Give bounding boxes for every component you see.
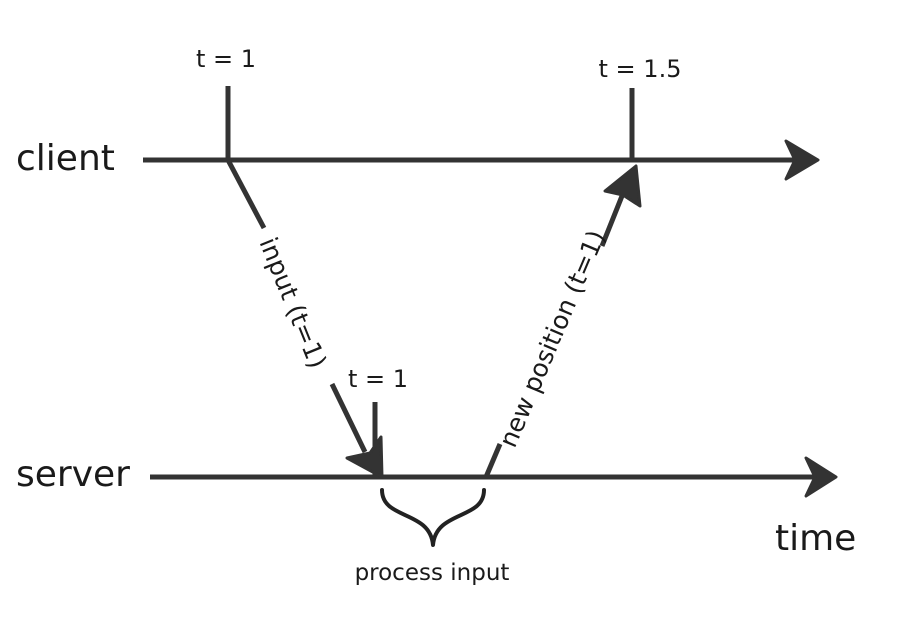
- process-brace: [380, 488, 486, 547]
- server-timeline-arrowhead: [804, 456, 838, 498]
- client-lane-label: client: [16, 138, 115, 179]
- input-message-label: input (t=1): [254, 233, 333, 372]
- server-tick-arrival-label: t = 1: [348, 365, 408, 393]
- input-arrowhead: [345, 435, 384, 479]
- input-arrow-lower: [329, 382, 368, 454]
- client-timeline-arrowhead: [784, 139, 820, 181]
- response-arrow-upper: [599, 195, 625, 247]
- server-lane-label: server: [16, 454, 130, 495]
- response-message-label: new position (t=1): [493, 226, 611, 452]
- response-arrowhead: [603, 164, 642, 208]
- time-axis-label: time: [775, 518, 856, 559]
- input-arrow-upper: [225, 158, 267, 230]
- client-tick-start-label: t = 1: [196, 45, 256, 73]
- response-arrow-lower: [483, 443, 503, 478]
- process-input-label: process input: [355, 560, 510, 586]
- client-tick-end-label: t = 1.5: [599, 55, 682, 83]
